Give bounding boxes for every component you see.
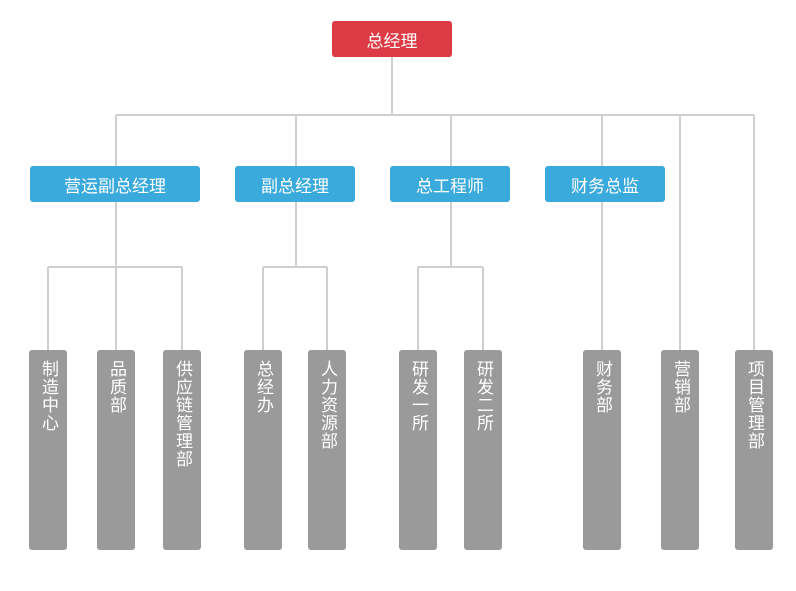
node-deputy-gm: 副总经理 bbox=[235, 166, 355, 202]
node-label: 总经理 bbox=[366, 31, 418, 52]
node-label: 财务总监 bbox=[571, 176, 639, 197]
node-label: 总工程师 bbox=[416, 176, 484, 197]
node-label: 研发二所 bbox=[473, 360, 493, 432]
node-label: 营运副总经理 bbox=[64, 176, 166, 197]
node-finance-dept: 财务部 bbox=[583, 350, 621, 550]
node-label: 制造中心 bbox=[38, 360, 58, 432]
node-marketing-dept: 营销部 bbox=[661, 350, 699, 550]
node-label: 副总经理 bbox=[261, 176, 329, 197]
node-supply-chain-dept: 供应链管理部 bbox=[163, 350, 201, 550]
node-chief-engineer: 总工程师 bbox=[390, 166, 510, 202]
node-gm-office: 总经办 bbox=[244, 350, 282, 550]
node-rd-institute-2: 研发二所 bbox=[464, 350, 502, 550]
node-rd-institute-1: 研发一所 bbox=[399, 350, 437, 550]
node-label: 人力资源部 bbox=[317, 360, 337, 450]
node-manufacturing-center: 制造中心 bbox=[29, 350, 67, 550]
node-general-manager: 总经理 bbox=[332, 21, 452, 57]
node-quality-dept: 品质部 bbox=[97, 350, 135, 550]
node-label: 供应链管理部 bbox=[172, 360, 192, 468]
node-operations-vp: 营运副总经理 bbox=[30, 166, 200, 202]
node-project-mgmt-dept: 项目管理部 bbox=[735, 350, 773, 550]
node-label: 财务部 bbox=[592, 360, 612, 414]
node-label: 项目管理部 bbox=[744, 360, 764, 450]
node-label: 品质部 bbox=[106, 360, 126, 414]
node-hr-dept: 人力资源部 bbox=[308, 350, 346, 550]
node-cfo: 财务总监 bbox=[545, 166, 665, 202]
node-label: 营销部 bbox=[670, 360, 690, 414]
node-label: 总经办 bbox=[253, 360, 273, 414]
node-label: 研发一所 bbox=[408, 360, 428, 432]
